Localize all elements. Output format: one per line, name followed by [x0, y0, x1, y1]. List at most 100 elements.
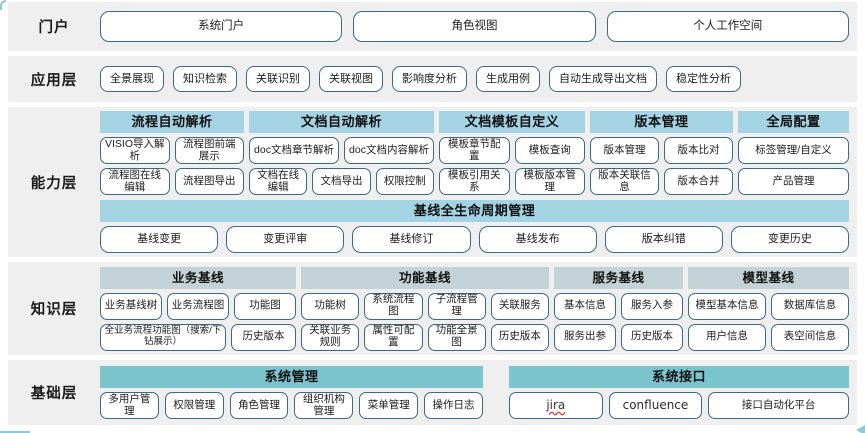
capability-group-3-row-1: 版本关联信息 版本合并: [590, 168, 733, 195]
baseline-item-3[interactable]: 基线发布: [478, 226, 597, 253]
capability-item-0-0-1[interactable]: 流程图前端展示: [174, 137, 244, 164]
foundation-item-0-2[interactable]: 角色管理: [229, 392, 289, 419]
foundation-item-0-0[interactable]: 多用户管理: [100, 392, 159, 419]
baseline-item-1[interactable]: 变更评审: [226, 226, 345, 253]
layer-foundation: 基础层 系统管理 多用户管理 权限管理 角色管理 组织机构管理 菜单管理 操作日…: [8, 360, 857, 425]
knowledge-item-3-0-0[interactable]: 模型基本信息: [688, 292, 766, 320]
portal-button-row: 系统门户 角色视图 个人工作空间: [100, 11, 849, 42]
application-item-3[interactable]: 关联视图: [319, 66, 383, 92]
capability-item-1-0-0[interactable]: doc文档章节解析: [249, 137, 339, 164]
knowledge-item-0-1-0[interactable]: 全业务流程功能图（搜索/下钻展示）: [100, 323, 226, 351]
capability-item-1-1-0[interactable]: 文档在线编辑: [249, 168, 308, 195]
knowledge-group-2-row-1: 服务出参 历史版本: [554, 323, 683, 351]
knowledge-item-1-1-3[interactable]: 历史版本: [490, 323, 549, 351]
capability-item-4-1-0[interactable]: 产品管理: [738, 168, 849, 195]
foundation-item-1-2[interactable]: 接口自动化平台: [708, 392, 850, 419]
capability-item-2-1-0[interactable]: 模板引用关系: [439, 168, 510, 195]
capability-group-1: doc文档章节解析 doc文档内容解析 文档在线编辑 文档导出 权限控制: [249, 137, 434, 195]
knowledge-item-2-0-0[interactable]: 基本信息: [554, 292, 616, 320]
knowledge-item-3-1-0[interactable]: 用户信息: [688, 323, 766, 351]
knowledge-item-1-0-0[interactable]: 功能树: [301, 292, 360, 320]
portal-item-1[interactable]: 角色视图: [353, 11, 596, 42]
knowledge-group-title-1: 功能基线: [301, 266, 549, 289]
capability-group-0: VISIO导入解析 流程图前端展示 流程图在线编辑 流程图导出: [100, 137, 244, 195]
knowledge-item-2-0-1[interactable]: 服务入参: [621, 292, 683, 320]
knowledge-item-0-0-0[interactable]: 业务基线树: [100, 292, 162, 320]
knowledge-item-1-0-3[interactable]: 关联服务: [490, 292, 549, 320]
portal-item-2[interactable]: 个人工作空间: [606, 11, 849, 42]
capability-item-0-1-0[interactable]: 流程图在线编辑: [100, 168, 170, 195]
knowledge-item-2-1-0[interactable]: 服务出参: [554, 323, 616, 351]
layer-knowledge-body: 业务基线 功能基线 服务基线 模型基线 业务基线树 业务流程图 功能图 全业务流…: [100, 266, 849, 351]
capability-group-4-row-0: 标签管理/自定义: [738, 137, 849, 164]
capability-groups: VISIO导入解析 流程图前端展示 流程图在线编辑 流程图导出 doc文档章节解…: [100, 137, 849, 195]
layer-application-body: 全景展现 知识检索 关联识别 关联视图 影响度分析 生成用例 自动生成导出文档 …: [100, 66, 849, 92]
capability-item-3-1-0[interactable]: 版本关联信息: [590, 168, 659, 195]
capability-item-4-0-0[interactable]: 标签管理/自定义: [738, 137, 849, 164]
knowledge-group-headers: 业务基线 功能基线 服务基线 模型基线: [100, 266, 849, 289]
knowledge-item-1-0-1[interactable]: 系统流程图: [364, 292, 423, 320]
knowledge-item-0-0-2[interactable]: 功能图: [234, 292, 296, 320]
baseline-item-5[interactable]: 变更历史: [730, 226, 850, 253]
application-item-6[interactable]: 自动生成导出文档: [549, 66, 657, 92]
capability-item-2-1-1[interactable]: 模板版本管理: [514, 168, 585, 195]
application-item-1[interactable]: 知识检索: [173, 66, 237, 92]
knowledge-item-0-1-1[interactable]: 历史版本: [231, 323, 296, 351]
capability-item-1-1-1[interactable]: 文档导出: [312, 168, 371, 195]
foundation-item-0-1[interactable]: 权限管理: [164, 392, 224, 419]
baseline-item-4[interactable]: 版本纠错: [604, 226, 723, 253]
application-item-7[interactable]: 稳定性分析: [666, 66, 741, 92]
knowledge-item-1-1-2[interactable]: 功能全景图: [427, 323, 486, 351]
application-item-0[interactable]: 全景展现: [100, 66, 164, 92]
knowledge-group-3-row-0: 模型基本信息 数据库信息: [688, 292, 849, 320]
capability-item-3-1-1[interactable]: 版本合并: [664, 168, 733, 195]
foundation-item-0-5[interactable]: 操作日志: [424, 392, 483, 419]
foundation-item-0-4[interactable]: 菜单管理: [359, 392, 419, 419]
capability-item-3-0-1[interactable]: 版本比对: [664, 137, 733, 164]
knowledge-groups: 业务基线树 业务流程图 功能图 全业务流程功能图（搜索/下钻展示） 历史版本 功…: [100, 292, 849, 351]
knowledge-item-1-1-1[interactable]: 属性可配置: [364, 323, 423, 351]
application-item-5[interactable]: 生成用例: [476, 66, 540, 92]
foundation-item-1-0[interactable]: jira: [509, 392, 603, 419]
foundation-group-title-0: 系统管理: [100, 366, 483, 388]
knowledge-item-0-0-1[interactable]: 业务流程图: [167, 292, 229, 320]
application-item-2[interactable]: 关联识别: [246, 66, 310, 92]
capability-item-0-1-1[interactable]: 流程图导出: [174, 168, 244, 195]
knowledge-item-3-0-1[interactable]: 数据库信息: [771, 292, 849, 320]
application-item-4[interactable]: 影响度分析: [392, 66, 467, 92]
knowledge-group-3-row-1: 用户信息 表空间信息: [688, 323, 849, 351]
portal-item-0[interactable]: 系统门户: [100, 11, 343, 42]
capability-group-title-4: 全局配置: [738, 111, 849, 133]
capability-item-3-0-0[interactable]: 版本管理: [590, 137, 659, 164]
baseline-item-0[interactable]: 基线变更: [100, 226, 219, 253]
capability-item-1-0-1[interactable]: doc文档内容解析: [344, 137, 434, 164]
baseline-item-2[interactable]: 基线修订: [352, 226, 471, 253]
knowledge-item-1-0-2[interactable]: 子流程管理: [427, 292, 486, 320]
knowledge-item-2-1-1[interactable]: 历史版本: [621, 323, 683, 351]
capability-item-0-0-0[interactable]: VISIO导入解析: [100, 137, 170, 164]
knowledge-group-0-row-1: 全业务流程功能图（搜索/下钻展示） 历史版本: [100, 323, 296, 351]
layer-capability-label: 能力层: [30, 175, 78, 192]
layer-foundation-body: 系统管理 多用户管理 权限管理 角色管理 组织机构管理 菜单管理 操作日志 系统…: [100, 366, 850, 419]
knowledge-group-title-0: 业务基线: [100, 266, 296, 289]
decorative-corner-top-left: [0, 0, 6, 10]
foundation-item-0-3[interactable]: 组织机构管理: [294, 392, 354, 419]
capability-group-headers: 流程自动解析 文档自动解析 文档模板自定义 版本管理 全局配置: [100, 111, 849, 133]
capability-item-1-1-2[interactable]: 权限控制: [375, 168, 434, 195]
capability-group-0-row-1: 流程图在线编辑 流程图导出: [100, 168, 244, 195]
capability-item-2-0-0[interactable]: 模板章节配置: [439, 137, 510, 164]
foundation-item-1-1[interactable]: confluence: [608, 392, 703, 419]
knowledge-group-0-row-0: 业务基线树 业务流程图 功能图: [100, 292, 296, 320]
capability-group-title-3: 版本管理: [590, 111, 733, 133]
foundation-group-0: 系统管理 多用户管理 权限管理 角色管理 组织机构管理 菜单管理 操作日志: [100, 366, 483, 419]
capability-group-1-row-1: 文档在线编辑 文档导出 权限控制: [249, 168, 434, 195]
capability-group-0-row-0: VISIO导入解析 流程图前端展示: [100, 137, 244, 164]
foundation-groups: 系统管理 多用户管理 权限管理 角色管理 组织机构管理 菜单管理 操作日志 系统…: [100, 366, 850, 419]
knowledge-group-0: 业务基线树 业务流程图 功能图 全业务流程功能图（搜索/下钻展示） 历史版本: [100, 292, 296, 351]
knowledge-group-title-3: 模型基线: [688, 266, 849, 289]
capability-item-2-0-1[interactable]: 模板查询: [514, 137, 585, 164]
capability-group-title-2: 文档模板自定义: [439, 111, 585, 133]
knowledge-item-3-1-1[interactable]: 表空间信息: [771, 323, 849, 351]
knowledge-item-1-1-0[interactable]: 关联业务规则: [301, 323, 360, 351]
layer-foundation-label: 基础层: [30, 386, 78, 402]
